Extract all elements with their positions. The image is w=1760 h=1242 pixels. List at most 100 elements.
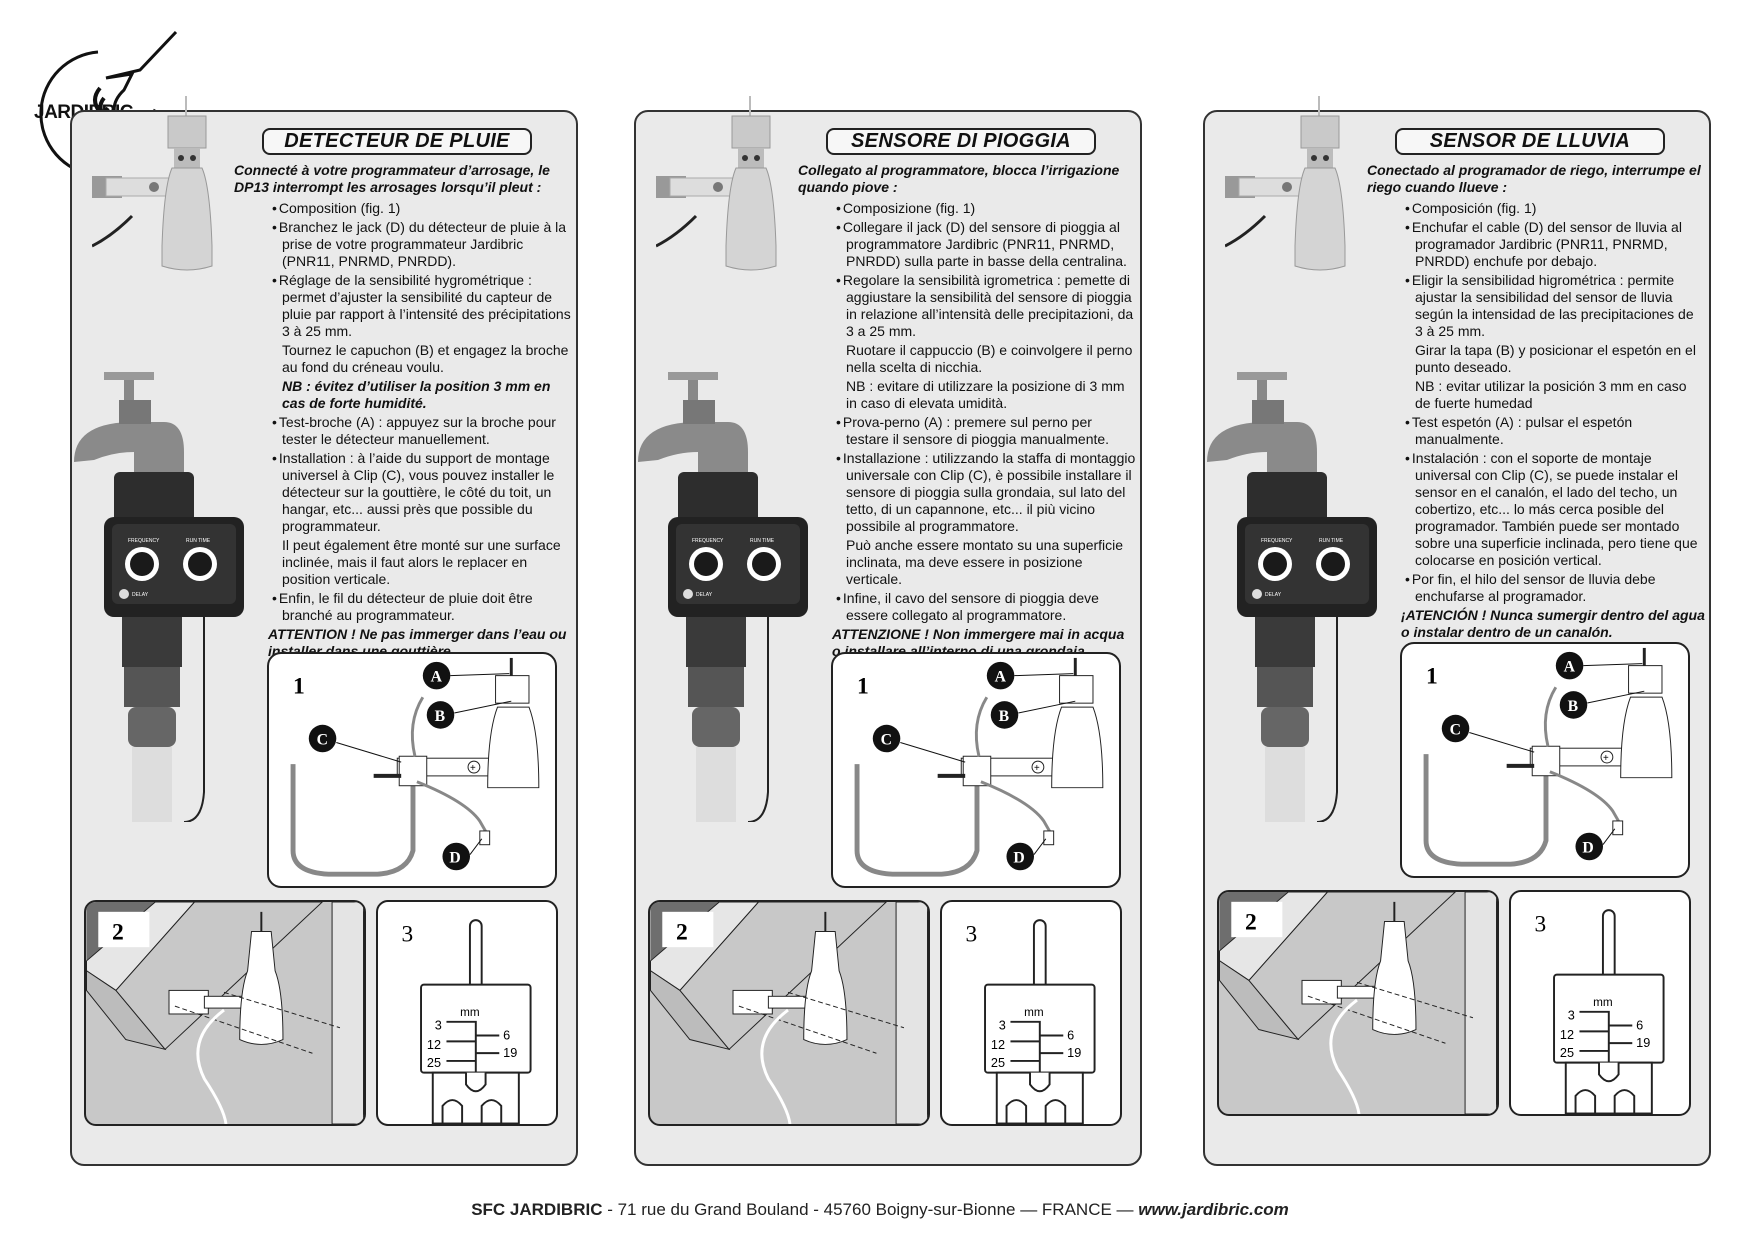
svg-text:B: B <box>999 708 1010 725</box>
figure-1-composition: 1 + A B C D <box>267 652 557 888</box>
scale-3: 3 <box>435 1018 442 1033</box>
instruction-item: Infine, il cavo del sensore di pioggia d… <box>836 590 1136 624</box>
scale-unit-label: mm <box>460 1006 480 1019</box>
instruction-item: Girar la tapa (B) y posicionar el espetó… <box>1415 342 1696 375</box>
figure-number: 2 <box>112 919 124 945</box>
instruction-list: Composition (fig. 1)Branchez le jack (D)… <box>268 200 572 660</box>
instruction-item: Installation : à l’aide du support de mo… <box>272 450 572 535</box>
scale-19: 19 <box>1636 1035 1650 1050</box>
frequency-label: FREQUENCY <box>1261 538 1293 544</box>
rain-sensor-photo <box>656 96 777 271</box>
panel-italian: FREQUENCY RUN TIME DELAY SENSORE DI PIOG… <box>634 96 1142 1166</box>
callout-a-icon: A <box>1555 651 1643 680</box>
figure-number: 3 <box>401 922 413 948</box>
callout-d-icon: D <box>1006 838 1047 871</box>
instruction-item: Prova-perno (A) : premere sul perno per … <box>836 414 1136 448</box>
figure-number: 2 <box>676 919 688 945</box>
scale-6: 6 <box>1636 1017 1643 1032</box>
figure-2-installation: 2 <box>648 900 930 1126</box>
callout-c-icon: C <box>872 724 966 763</box>
figure-number: 3 <box>965 922 977 948</box>
footer-company: SFC JARDIBRIC <box>471 1200 603 1219</box>
instruction-item: Enchufar el cable (D) del sensor de lluv… <box>1405 219 1705 270</box>
instruction-item: Collegare il jack (D) del sensore di pio… <box>836 219 1136 270</box>
figure-number: 3 <box>1534 912 1546 938</box>
delay-label: DELAY <box>1265 592 1282 598</box>
instruction-item: Composition (fig. 1) <box>272 200 572 217</box>
section-intro: Connecté à votre programmateur d’arrosag… <box>234 162 550 195</box>
section-intro: Collegato al programmatore, blocca l’irr… <box>798 162 1120 195</box>
instruction-item: Installazione : utilizzando la staffa di… <box>836 450 1136 535</box>
callout-b-icon: B <box>990 700 1076 729</box>
svg-text:+: + <box>1034 763 1040 774</box>
instruction-item: Réglage de la sensibilité hygrométrique … <box>272 272 572 340</box>
instruction-list: Composición (fig. 1)Enchufar el cable (D… <box>1401 200 1705 641</box>
run-time-label: RUN TIME <box>186 538 211 544</box>
instruction-item: NB : evitare di utilizzare la posizione … <box>846 378 1125 411</box>
figure-3-sensitivity-scale: 3 mm 3 12 25 6 19 <box>1509 890 1691 1116</box>
footer-website-link[interactable]: www.jardibric.com <box>1138 1200 1289 1219</box>
svg-text:B: B <box>1568 698 1579 715</box>
svg-text:B: B <box>435 708 446 725</box>
instruction-item: Enfin, le fil du détecteur de pluie doit… <box>272 590 572 624</box>
figure-number: 1 <box>293 673 305 699</box>
delay-button-icon <box>1252 589 1262 599</box>
callout-a-icon: A <box>986 661 1074 690</box>
warning-note: ¡ATENCIÓN ! Nunca sumergir dentro del ag… <box>1401 607 1705 641</box>
instruction-item: Ruotare il cappuccio (B) e coinvolgere i… <box>846 342 1133 375</box>
callout-c-icon: C <box>1441 714 1535 753</box>
section-intro: Conectado al programador de riego, inter… <box>1367 162 1701 195</box>
instruction-item: Regolare la sensibilità igrometrica : pe… <box>836 272 1136 340</box>
callout-b-icon: B <box>1559 690 1645 719</box>
callout-a-icon: A <box>422 661 510 690</box>
instruction-item: Eligir la sensibilidad higrométrica : pe… <box>1405 272 1705 340</box>
svg-text:C: C <box>317 731 328 748</box>
rain-sensor-photo <box>92 96 213 271</box>
instruction-list: Composizione (fig. 1)Collegare il jack (… <box>832 200 1136 660</box>
figure-1-composition: 1 + A B C D <box>831 652 1121 888</box>
scale-6: 6 <box>1067 1027 1074 1042</box>
scale-unit-label: mm <box>1024 1006 1044 1019</box>
scale-3: 3 <box>999 1018 1006 1033</box>
run-time-dial-icon <box>1321 552 1345 576</box>
rain-sensor-photo <box>1225 96 1346 271</box>
frequency-label: FREQUENCY <box>128 538 160 544</box>
section-title: SENSORE DI PIOGGIA <box>826 128 1096 155</box>
instruction-item: NB : évitez d’utiliser la position 3 mm … <box>282 378 551 411</box>
instruction-item: Por fin, el hilo del sensor de lluvia de… <box>1405 571 1705 605</box>
frequency-label: FREQUENCY <box>692 538 724 544</box>
figure-number: 1 <box>857 673 869 699</box>
water-timer-photo: FREQUENCY RUN TIME DELAY <box>74 372 244 822</box>
instruction-item: Test-broche (A) : appuyez sur la broche … <box>272 414 572 448</box>
section-title: SENSOR DE LLUVIA <box>1395 128 1665 155</box>
run-time-dial-icon <box>188 552 212 576</box>
section-title: DETECTEUR DE PLUIE <box>262 128 532 155</box>
svg-text:A: A <box>1564 659 1576 676</box>
scale-12: 12 <box>991 1037 1005 1052</box>
instruction-item: NB : evitar utilizar la posición 3 mm en… <box>1415 378 1687 411</box>
svg-text:C: C <box>881 731 892 748</box>
run-time-label: RUN TIME <box>1319 538 1344 544</box>
figure-3-sensitivity-scale: 3 mm 3 12 25 6 19 <box>940 900 1122 1126</box>
panel-spanish: FREQUENCY RUN TIME DELAY SENSOR DE LLUVI… <box>1203 96 1711 1166</box>
scale-19: 19 <box>1067 1045 1081 1060</box>
footer-address: SFC JARDIBRIC - 71 rue du Grand Bouland … <box>0 1200 1760 1220</box>
svg-text:+: + <box>1603 753 1609 764</box>
instruction-item: Instalación : con el soporte de montaje … <box>1405 450 1705 569</box>
figure-number: 1 <box>1426 663 1438 689</box>
svg-text:D: D <box>1582 839 1593 856</box>
scale-25: 25 <box>991 1055 1005 1070</box>
scale-6: 6 <box>503 1027 510 1042</box>
figure-3-sensitivity-scale: 3 mm 3 12 25 6 19 <box>376 900 558 1126</box>
scale-25: 25 <box>1560 1045 1574 1060</box>
scale-3: 3 <box>1568 1008 1575 1023</box>
scale-12: 12 <box>427 1037 441 1052</box>
frequency-dial-icon <box>1263 552 1287 576</box>
scale-19: 19 <box>503 1045 517 1060</box>
figure-2-installation: 2 <box>1217 890 1499 1116</box>
warning-text: ¡ATENCIÓN ! Nunca sumergir dentro del ag… <box>1401 607 1705 640</box>
scale-unit-label: mm <box>1593 996 1613 1009</box>
callout-d-icon: D <box>442 838 483 871</box>
panel-french: FREQUENCY RUN TIME DELAY DETECTEUR DE PL… <box>70 96 578 1166</box>
footer-address-text: - 71 rue du Grand Bouland - 45760 Boigny… <box>602 1200 1139 1219</box>
